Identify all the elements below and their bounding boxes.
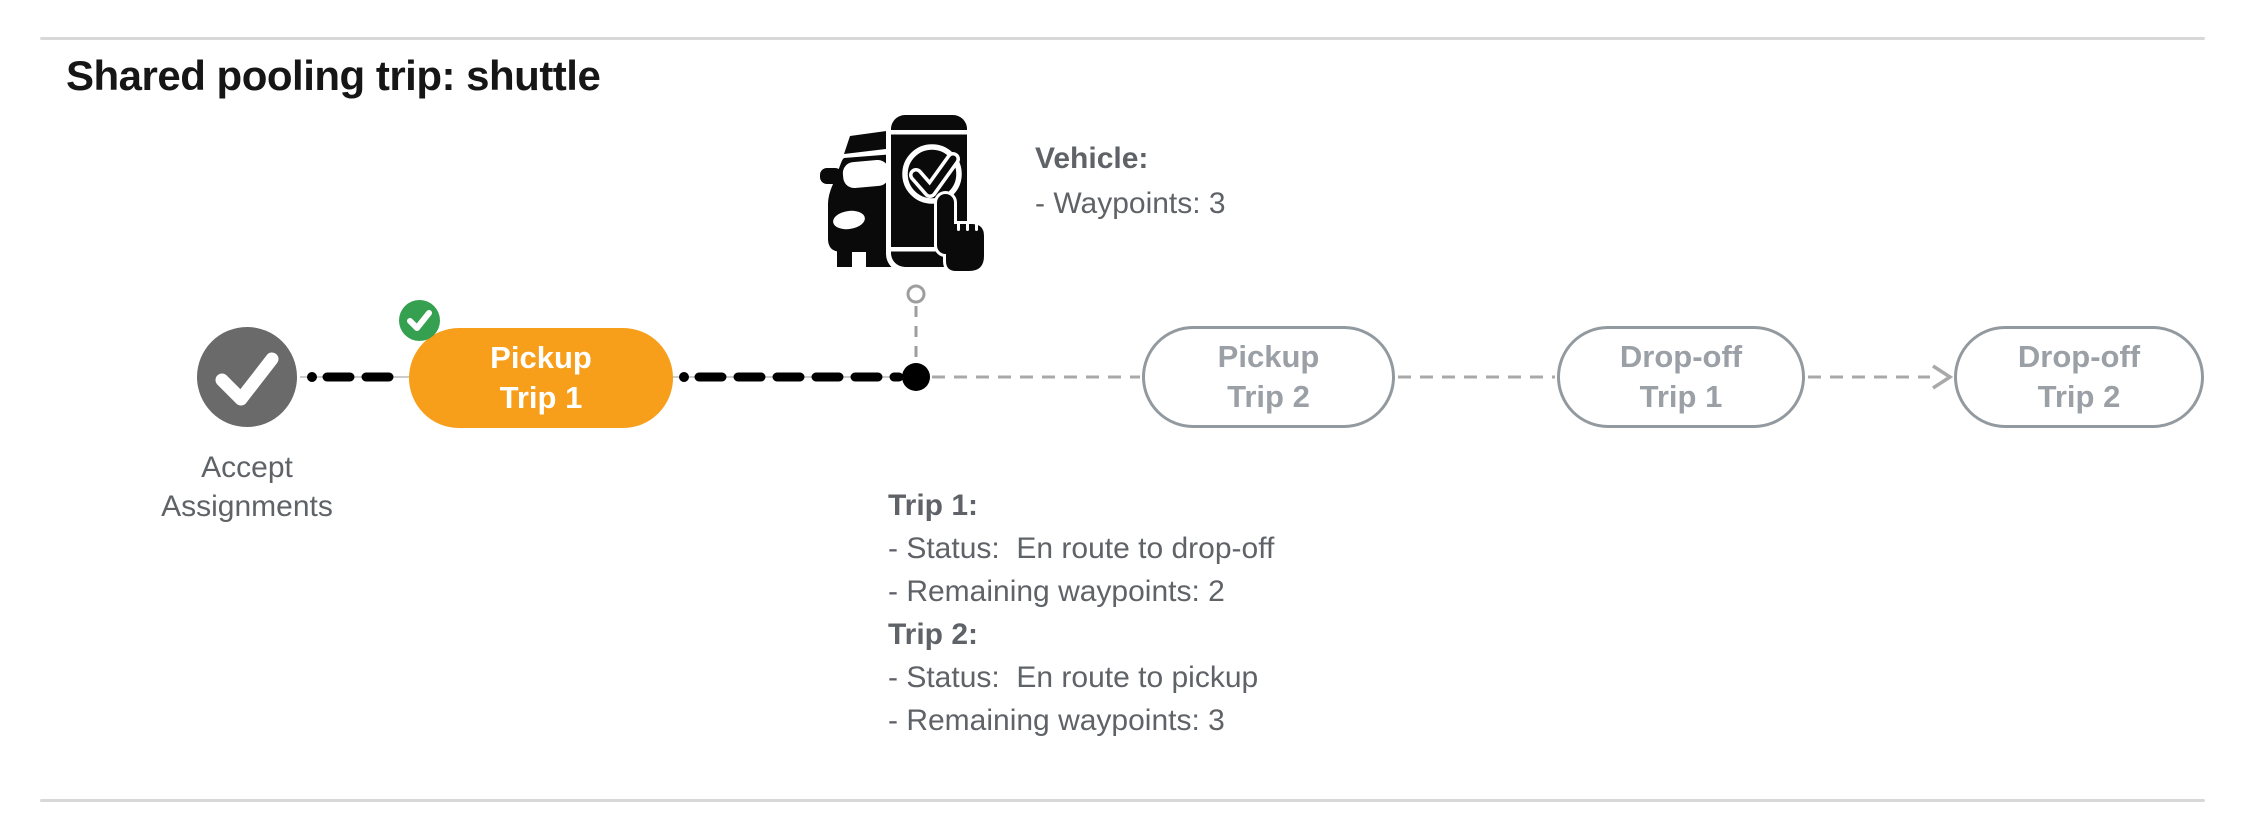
car-with-app-check-icon	[820, 110, 987, 274]
node-pickup-trip-1: Pickup Trip 1	[409, 328, 673, 428]
node-pickup-trip-2: Pickup Trip 2	[1142, 326, 1395, 428]
route-dash-dot	[679, 372, 689, 382]
trip1-status-line: - Status: En route to drop-off	[888, 532, 1275, 565]
trip-info-panel: Trip 1: - Status: En route to drop-off -…	[888, 484, 1274, 742]
trip1-heading: Trip 1:	[888, 489, 979, 522]
trip2-waypoints-line: - Remaining waypoints: 3	[888, 704, 1225, 737]
vehicle-waypoints-line: - Waypoints: 3	[1035, 187, 1226, 220]
check-icon	[215, 352, 279, 406]
vehicle-info-panel: Vehicle: - Waypoints: 3	[1035, 136, 1226, 226]
planned-stop-circle	[906, 284, 926, 304]
route-dash-dot	[307, 372, 317, 382]
accept-assignments-node	[197, 327, 297, 427]
arrow-right-icon	[1932, 364, 1954, 390]
current-position-dot	[902, 363, 930, 391]
node-dropoff-trip-2: Drop-off Trip 2	[1954, 326, 2204, 428]
page-title: Shared pooling trip: shuttle	[66, 52, 601, 99]
check-badge-icon	[399, 300, 440, 341]
vehicle-info-heading: Vehicle:	[1035, 142, 1149, 175]
top-divider	[40, 37, 2205, 40]
trip1-waypoints-line: - Remaining waypoints: 2	[888, 575, 1225, 608]
node-dropoff-trip-1: Drop-off Trip 1	[1557, 326, 1805, 428]
accept-assignments-label: Accept Assignments	[161, 451, 333, 523]
trip2-heading: Trip 2:	[888, 618, 979, 651]
trip2-status-line: - Status: En route to pickup	[888, 661, 1259, 694]
bottom-divider	[40, 799, 2205, 802]
